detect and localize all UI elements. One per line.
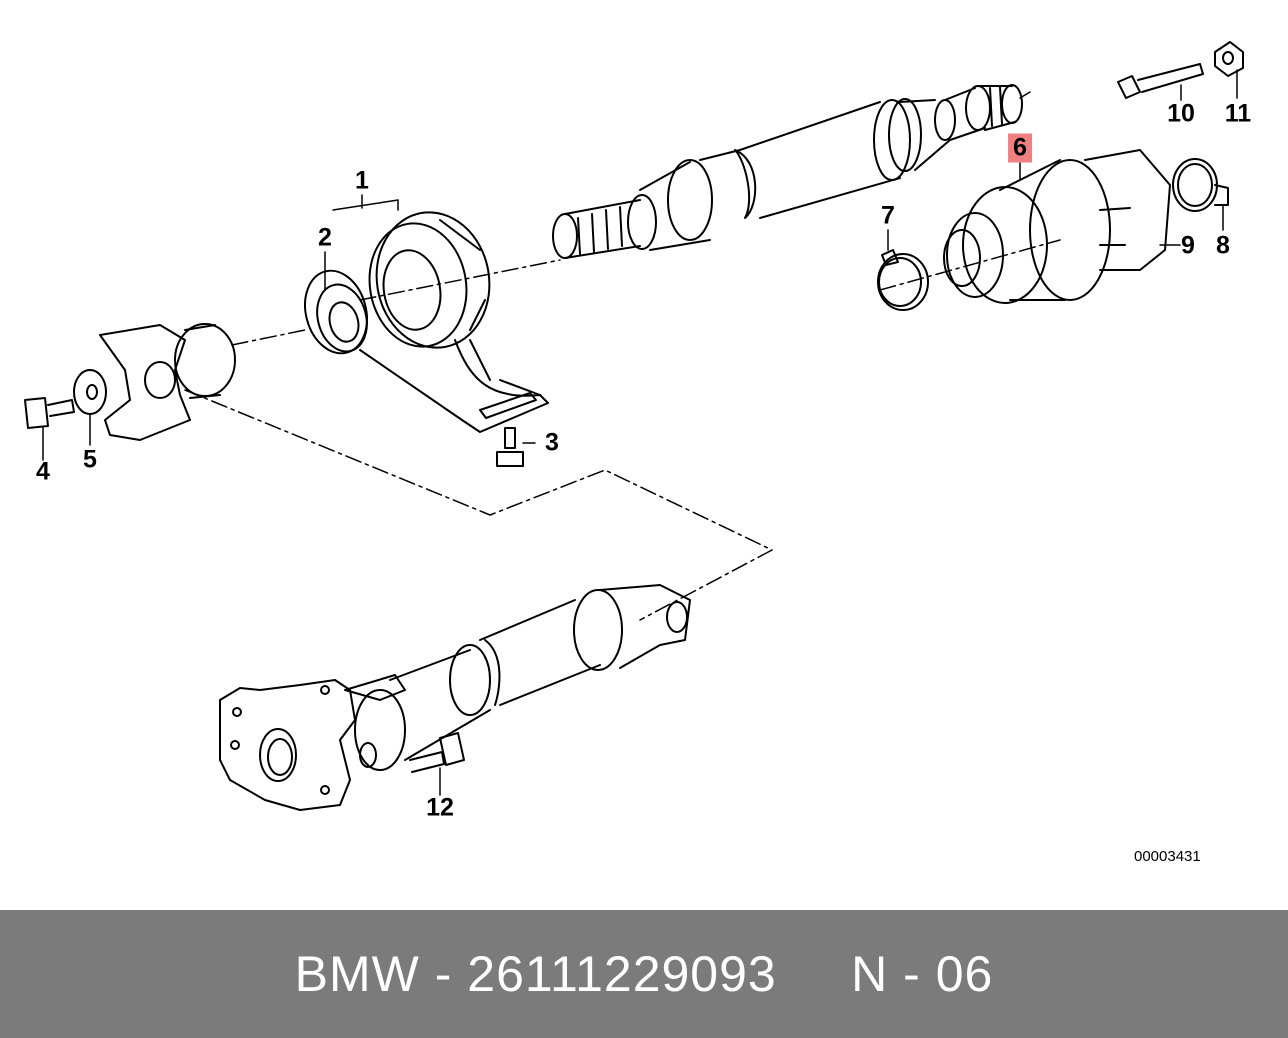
upper-shaft xyxy=(552,84,1023,259)
drawing-code: 00003431 xyxy=(1134,848,1201,865)
callout-9: 9 xyxy=(1181,231,1195,260)
bolt-10 xyxy=(1117,63,1204,99)
nut-11 xyxy=(1214,41,1244,77)
center-bearing-support xyxy=(359,211,549,433)
clamp-7 xyxy=(877,249,929,311)
callout-2: 2 xyxy=(318,223,332,252)
callout-3: 3 xyxy=(545,428,559,457)
callout-8: 8 xyxy=(1216,231,1230,260)
bolt-12 xyxy=(409,732,465,773)
callout-6-highlighted: 6 xyxy=(1008,133,1032,163)
washer-5 xyxy=(73,369,107,415)
flexible-coupling xyxy=(943,149,1171,304)
bolt-4 xyxy=(24,397,75,429)
callout-7: 7 xyxy=(881,201,895,230)
footer-bar: BMW - 26111229093 N - 06 xyxy=(0,910,1288,1038)
centerlines xyxy=(184,91,1061,621)
lower-shaft xyxy=(219,584,691,811)
callout-1: 1 xyxy=(355,166,369,195)
callout-12: 12 xyxy=(426,793,454,822)
callout-11: 11 xyxy=(1224,99,1252,128)
callout-5: 5 xyxy=(83,445,97,474)
callout-4: 4 xyxy=(36,457,50,486)
callout-10: 10 xyxy=(1167,99,1195,128)
part-number-caption: BMW - 26111229093 N - 06 xyxy=(294,946,994,1002)
leader-lines xyxy=(42,69,1238,796)
driveshaft-exploded-diagram xyxy=(24,41,1244,811)
flange-yoke xyxy=(99,323,236,441)
clamp-ring-8 xyxy=(1172,158,1229,212)
bearing-ring xyxy=(304,269,368,355)
bolt-3 xyxy=(496,427,524,467)
